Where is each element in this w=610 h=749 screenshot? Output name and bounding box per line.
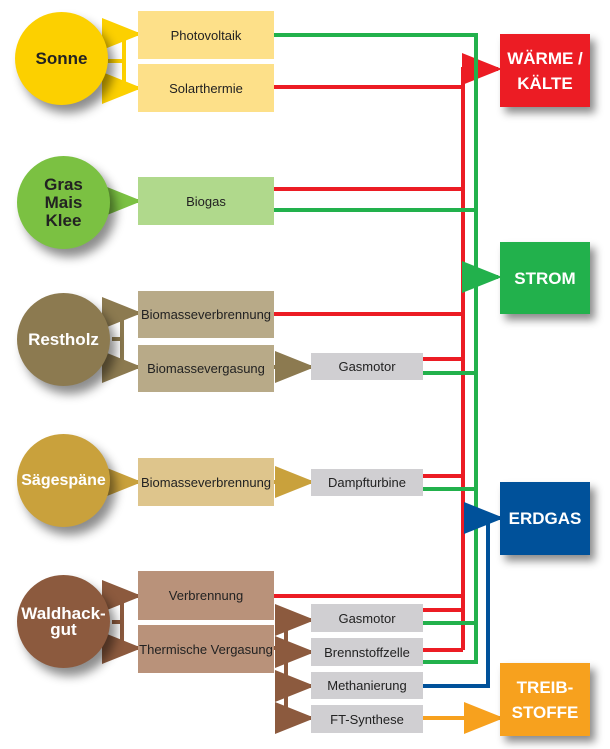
source-sonne: Sonne — [15, 12, 108, 105]
erdgas-line — [423, 502, 504, 688]
conversion-wald-vergasung: Thermische Vergasung — [138, 625, 274, 673]
target-erdgas: ERDGAS — [500, 482, 590, 555]
process-methanierung: Methanierung — [311, 672, 423, 699]
process-gasmotor-wald: Gasmotor — [311, 604, 423, 632]
restholz-connector — [102, 297, 315, 383]
conversion-saegespaene-verbrennung: Biomasseverbrennung — [138, 458, 274, 506]
source-saegespaene: Sägespäne — [17, 434, 110, 527]
sonne-connector — [102, 18, 142, 104]
target-waerme-kaelte: WÄRME / KÄLTE — [500, 34, 590, 107]
process-dampfturbine: Dampfturbine — [311, 469, 423, 496]
target-treibstoffe: TREIB- STOFFE — [500, 663, 590, 736]
conversion-restholz-verbrennung: Biomasseverbrennung — [138, 291, 274, 338]
conversion-restholz-vergasung: Biomassevergasung — [138, 345, 274, 392]
process-brennstoffzelle: Brennstoffzelle — [311, 638, 423, 666]
process-gasmotor-restholz: Gasmotor — [311, 353, 423, 380]
conversion-biogas: Biogas — [138, 177, 274, 225]
conversion-photovoltaik: Photovoltaik — [138, 11, 274, 59]
source-gras-mais-klee: Gras Mais Klee — [17, 156, 110, 249]
conversion-solarthermie: Solarthermie — [138, 64, 274, 112]
source-restholz: Restholz — [17, 293, 110, 386]
waldhackgut-connector — [102, 580, 315, 734]
conversion-wald-verbrennung: Verbrennung — [138, 571, 274, 620]
source-waldhackgut: Waldhack- gut — [17, 575, 110, 668]
process-ft-synthese: FT-Synthese — [311, 705, 423, 733]
strom-bus — [274, 33, 502, 664]
waerme-bus — [274, 53, 502, 652]
target-strom: STROM — [500, 242, 590, 314]
